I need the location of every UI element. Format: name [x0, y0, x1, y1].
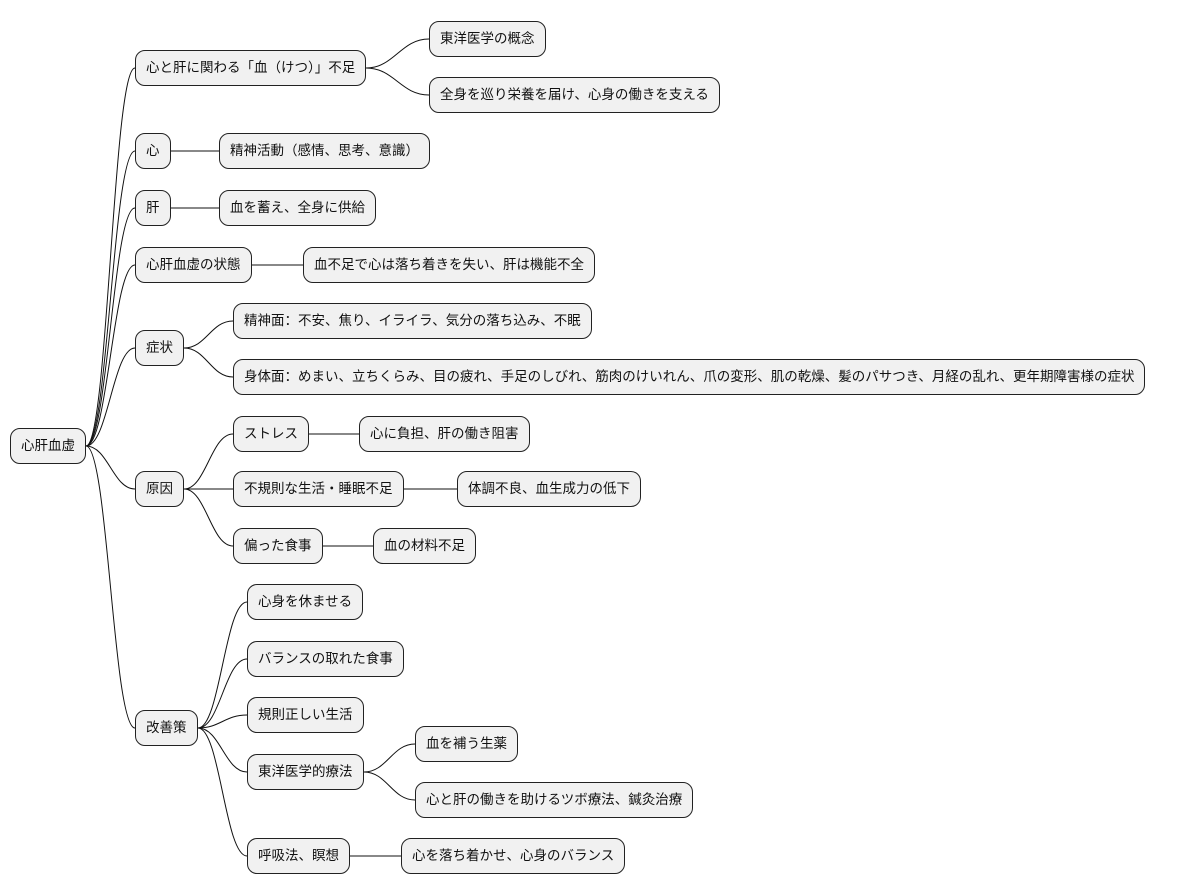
- leaf-node-stress-effect[interactable]: 心に負担、肝の働き阻害: [359, 416, 530, 452]
- branch-node-liver[interactable]: 肝: [135, 190, 171, 226]
- sub-node-irregular-life[interactable]: 不規則な生活・睡眠不足: [233, 471, 404, 507]
- leaf-node-physical-symptoms[interactable]: 身体面：めまい、立ちくらみ、目の疲れ、手足のしびれ、筋肉のけいれん、爪の変形、肌…: [233, 359, 1146, 395]
- connector-line: [85, 445, 136, 490]
- connector-line: [197, 714, 248, 729]
- connector-line: [85, 264, 136, 447]
- connector-line: [197, 727, 248, 857]
- root-node[interactable]: 心肝血虚: [10, 428, 86, 464]
- branch-node-remedies[interactable]: 改善策: [135, 710, 198, 746]
- leaf-node-diet-effect[interactable]: 血の材料不足: [373, 528, 476, 564]
- leaf-node-balanced-diet[interactable]: バランスの取れた食事: [247, 641, 404, 677]
- leaf-node-condition-detail[interactable]: 血不足で心は落ち着きを失い、肝は機能不全: [303, 247, 595, 283]
- leaf-node-store-blood[interactable]: 血を蓄え、全身に供給: [219, 190, 376, 226]
- sub-node-stress[interactable]: ストレス: [233, 416, 309, 452]
- connector-line: [197, 601, 248, 729]
- connector-line: [85, 150, 136, 447]
- connector-line: [183, 347, 234, 378]
- leaf-node-acupuncture[interactable]: 心と肝の働きを助けるツボ療法、鍼灸治療: [415, 782, 694, 818]
- branch-node-condition[interactable]: 心肝血虚の状態: [135, 247, 252, 283]
- leaf-node-eastern-medicine-concept[interactable]: 東洋医学の概念: [429, 21, 546, 57]
- connector-line: [85, 67, 136, 447]
- sub-node-unbalanced-diet[interactable]: 偏った食事: [233, 528, 323, 564]
- connector-line: [183, 488, 234, 547]
- connector-line: [365, 38, 430, 69]
- connector-line: [85, 347, 136, 447]
- branch-node-blood-deficiency[interactable]: 心と肝に関わる「血（けつ）」不足: [135, 50, 367, 86]
- leaf-node-mental-symptoms[interactable]: 精神面：不安、焦り、イライラ、気分の落ち込み、不眠: [233, 303, 592, 339]
- connector-line: [365, 67, 430, 96]
- leaf-node-calm-mind[interactable]: 心を落ち着かせ、心身のバランス: [401, 838, 626, 874]
- leaf-node-herbal-medicine[interactable]: 血を補う生薬: [415, 726, 518, 762]
- leaf-node-regular-life[interactable]: 規則正しい生活: [247, 697, 364, 733]
- connector-line: [197, 658, 248, 729]
- leaf-node-rest[interactable]: 心身を休ませる: [247, 584, 364, 620]
- connector-line: [197, 727, 248, 773]
- connector-line: [85, 207, 136, 447]
- connector-line: [85, 445, 136, 729]
- leaf-node-mental-activity[interactable]: 精神活動（感情、思考、意識）: [219, 133, 430, 169]
- leaf-node-irregular-life-effect[interactable]: 体調不良、血生成力の低下: [457, 471, 641, 507]
- branch-node-heart[interactable]: 心: [135, 133, 171, 169]
- sub-node-breathing-meditation[interactable]: 呼吸法、瞑想: [247, 838, 350, 874]
- connector-line: [363, 771, 416, 801]
- leaf-node-blood-function[interactable]: 全身を巡り栄養を届け、心身の働きを支える: [429, 77, 720, 113]
- branch-node-symptoms[interactable]: 症状: [135, 330, 184, 366]
- connector-line: [183, 433, 234, 490]
- connector-line: [363, 743, 416, 773]
- connector-line: [183, 320, 234, 349]
- sub-node-eastern-therapy[interactable]: 東洋医学的療法: [247, 754, 364, 790]
- branch-node-causes[interactable]: 原因: [135, 471, 184, 507]
